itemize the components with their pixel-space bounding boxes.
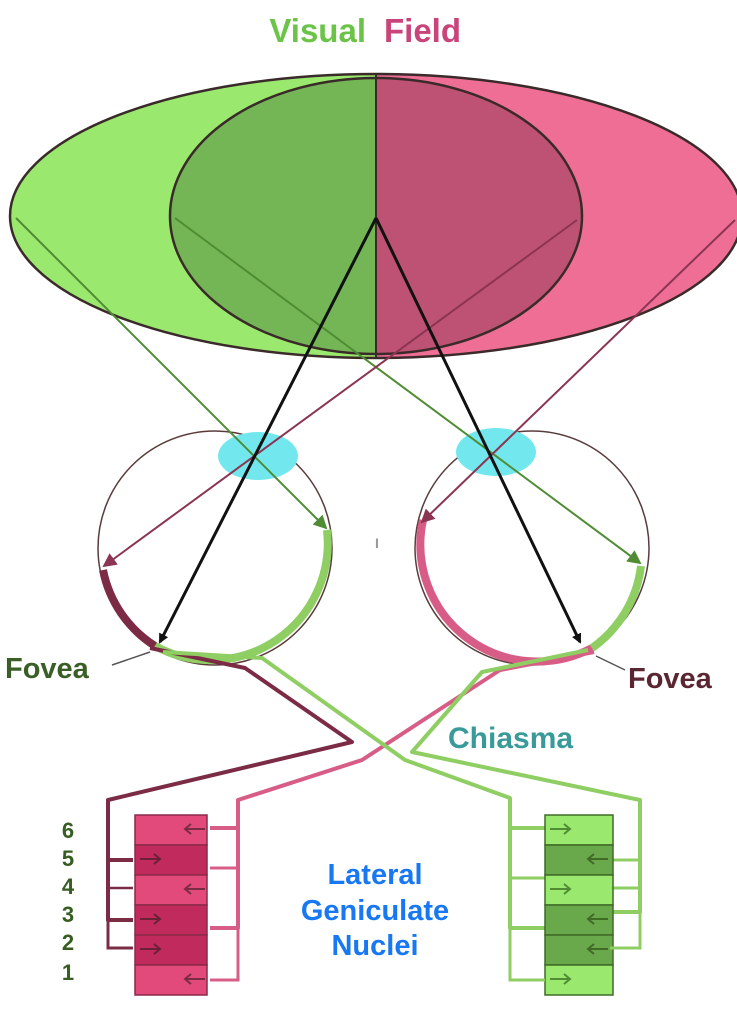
right-lgn-arrow-5 bbox=[586, 853, 608, 865]
central-ray-right bbox=[374, 217, 582, 644]
right-lgn bbox=[508, 814, 642, 996]
fiber-branch-layer1-right bbox=[508, 928, 545, 982]
right-lens bbox=[456, 428, 536, 476]
left-temporal-retina bbox=[99, 569, 158, 650]
fiber-branch-layer2 bbox=[106, 920, 133, 950]
left-eyeball bbox=[97, 430, 333, 666]
left-lgn-arrow-4 bbox=[183, 883, 205, 895]
layer-number-4: 4 bbox=[62, 874, 75, 899]
layer-numbers: 6 5 4 3 2 1 bbox=[62, 818, 75, 985]
left-lgn-arrow-1 bbox=[183, 973, 205, 985]
right-lgn-arrow-6 bbox=[550, 823, 572, 835]
right-lgn-arrow-3 bbox=[586, 913, 608, 925]
right-lgn-arrow-1 bbox=[550, 973, 572, 985]
layer-number-2: 2 bbox=[62, 930, 74, 955]
layer-number-1: 1 bbox=[62, 960, 74, 985]
left-temporal-fiber bbox=[106, 646, 354, 922]
ray-right-field-to-left-eye bbox=[102, 219, 578, 568]
fovea-right-label: Fovea bbox=[628, 663, 713, 695]
left-lgn-arrow-6 bbox=[183, 823, 205, 835]
right-temporal-retina bbox=[589, 565, 645, 652]
layer-number-6: 6 bbox=[62, 818, 74, 843]
center-mark: I bbox=[375, 535, 379, 551]
ray-left-field-to-left-eye bbox=[15, 217, 328, 530]
left-lgn-arrow-5 bbox=[140, 853, 162, 865]
central-ray-left bbox=[158, 217, 378, 644]
ray-left-field-to-right-eye bbox=[174, 217, 642, 565]
title-visual: Visual bbox=[269, 12, 366, 49]
fiber-branch-layer1 bbox=[210, 928, 240, 982]
right-lgn-arrow-2 bbox=[586, 943, 608, 955]
lgn-label-line2: Geniculate bbox=[301, 895, 449, 927]
left-lgn-arrow-3 bbox=[140, 913, 162, 925]
left-lgn bbox=[106, 814, 240, 996]
fovea-left-pointer bbox=[111, 651, 151, 666]
ray-right-field-to-right-eye bbox=[420, 219, 736, 524]
left-eye bbox=[97, 430, 333, 666]
visual-field bbox=[8, 72, 737, 360]
right-temporal-fiber bbox=[410, 648, 642, 914]
right-lgn-arrow-4 bbox=[550, 883, 572, 895]
left-lgn-arrow-2 bbox=[140, 943, 162, 955]
light-rays bbox=[15, 217, 736, 644]
title-field: Field bbox=[384, 12, 461, 49]
optic-fibers bbox=[106, 646, 642, 930]
layer-number-3: 3 bbox=[62, 902, 74, 927]
fovea-right-pointer bbox=[595, 655, 626, 671]
lgn-label-line3: Nuclei bbox=[331, 930, 418, 962]
left-lgn-layer-4 bbox=[134, 874, 208, 906]
layer-number-5: 5 bbox=[62, 846, 74, 871]
left-lgn-layer-5 bbox=[134, 844, 208, 876]
left-nasal-fiber bbox=[162, 650, 545, 930]
lgn-label-line1: Lateral bbox=[327, 859, 422, 891]
fiber-branch-layer2-right bbox=[610, 912, 642, 950]
right-lgn-layer-2 bbox=[544, 934, 614, 966]
right-eye bbox=[414, 428, 650, 666]
fovea-left-label: Fovea bbox=[5, 653, 90, 685]
chiasma-label: Chiasma bbox=[448, 722, 573, 755]
